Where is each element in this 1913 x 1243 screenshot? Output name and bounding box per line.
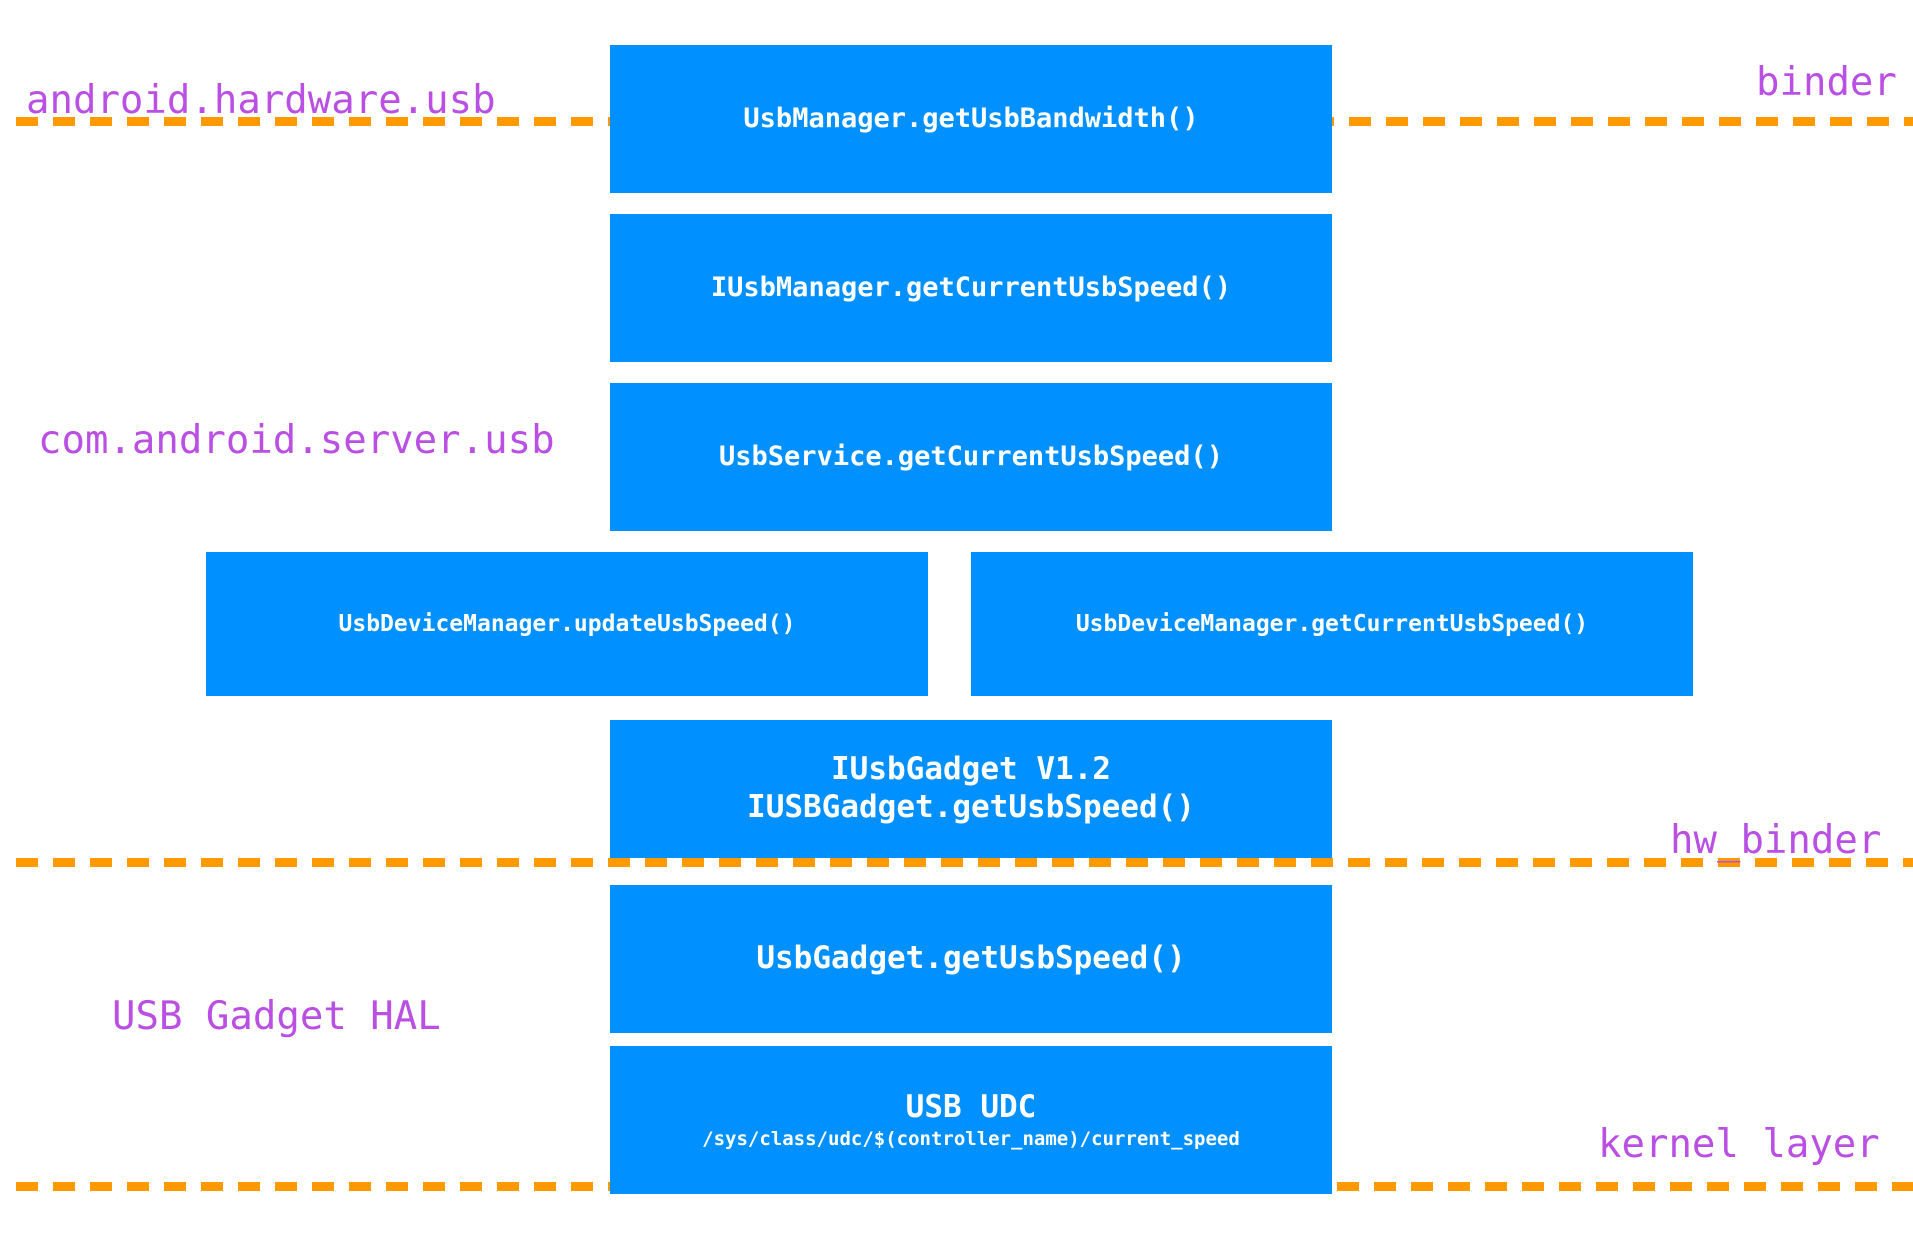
- layer-label-usb-gadget-hal: USB Gadget HAL: [112, 994, 441, 1039]
- box-usbdevicemanager-updateusbspeed[interactable]: UsbDeviceManager.updateUsbSpeed(): [206, 552, 928, 696]
- box-label-line1: IUsbManager.getCurrentUsbSpeed(): [710, 271, 1232, 303]
- box-label-line1: UsbGadget.getUsbSpeed(): [756, 940, 1186, 977]
- divider-kernel-right: [1337, 1182, 1913, 1191]
- layer-label-android-hardware-usb: android.hardware.usb: [26, 78, 496, 123]
- box-label-line1: UsbDeviceManager.getCurrentUsbSpeed(): [1075, 610, 1589, 637]
- box-iusbmanager-getcurrentusbspeed[interactable]: IUsbManager.getCurrentUsbSpeed(): [610, 214, 1332, 362]
- layer-label-kernel-layer: kernel layer: [1598, 1122, 1880, 1167]
- layer-label-binder: binder: [1756, 60, 1897, 105]
- divider-hw-binder: [16, 858, 1913, 867]
- box-label-line2: IUSBGadget.getUsbSpeed(): [747, 789, 1195, 825]
- divider-binder-left: [16, 117, 616, 126]
- box-usb-udc[interactable]: USB UDC /sys/class/udc/$(controller_name…: [610, 1046, 1332, 1194]
- box-iusbgadget[interactable]: IUsbGadget V1.2 IUSBGadget.getUsbSpeed(): [610, 720, 1332, 858]
- layer-label-com-android-server-usb: com.android.server.usb: [38, 418, 555, 463]
- box-label-line1: UsbService.getCurrentUsbSpeed(): [719, 440, 1223, 472]
- box-label-line2: /sys/class/udc/$(controller_name)/curren…: [702, 1128, 1240, 1151]
- box-label-line1: IUsbGadget V1.2: [831, 751, 1111, 788]
- box-usbdevicemanager-getcurrentusbspeed[interactable]: UsbDeviceManager.getCurrentUsbSpeed(): [971, 552, 1693, 696]
- box-usbservice-getcurrentusbspeed[interactable]: UsbService.getCurrentUsbSpeed(): [610, 383, 1332, 531]
- divider-binder-right: [1312, 117, 1913, 126]
- box-usbmanager-getusbbandwidth[interactable]: UsbManager.getUsbBandwidth(): [610, 45, 1332, 193]
- box-label-line1: UsbManager.getUsbBandwidth(): [743, 102, 1199, 134]
- box-usbgadget-getusbspeed[interactable]: UsbGadget.getUsbSpeed(): [610, 885, 1332, 1033]
- layer-label-hw-binder: hw_binder: [1670, 818, 1882, 863]
- box-label-line1: UsbDeviceManager.updateUsbSpeed(): [338, 610, 796, 637]
- box-label-line1: USB UDC: [905, 1088, 1037, 1125]
- divider-kernel-left: [16, 1182, 616, 1191]
